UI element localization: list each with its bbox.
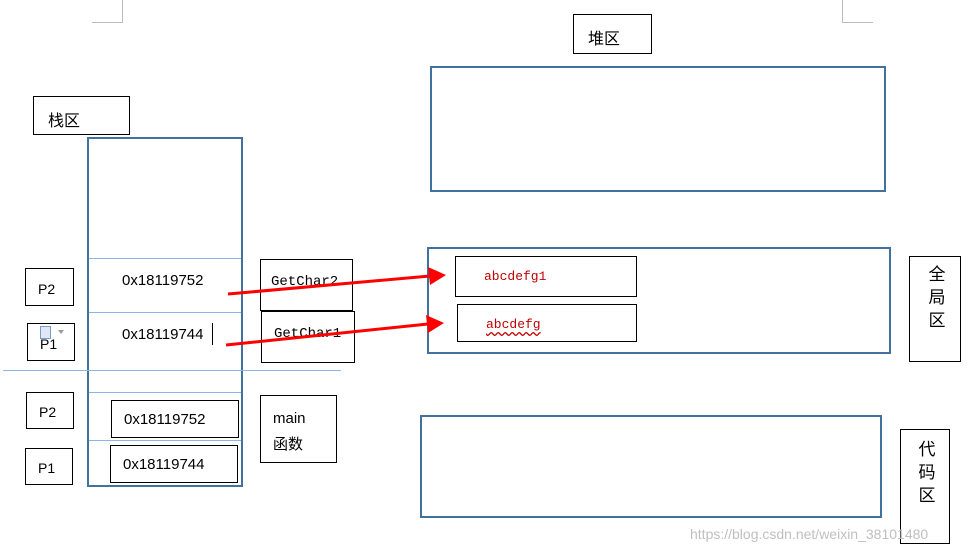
global-string: abcdefg1 <box>484 269 547 284</box>
code-label-text: 代码区 <box>915 440 935 509</box>
global-label: 全局区 <box>909 256 961 362</box>
global-string-box: abcdefg1 <box>455 256 637 297</box>
watermark: https://blog.csdn.net/weixin_38101480 <box>690 526 929 542</box>
page-corner-mark-left <box>122 0 123 22</box>
param-label: P2 <box>25 268 74 306</box>
main-frame-label: main 函数 <box>260 395 337 463</box>
param-label: P1 <box>27 323 75 361</box>
global-label-text: 全局区 <box>925 265 945 334</box>
stack-region <box>87 137 243 487</box>
code-label: 代码区 <box>900 429 950 544</box>
main-frame-label-line1: main <box>273 410 306 427</box>
main-frame-label-line2: 函数 <box>273 436 304 453</box>
stack-address: 0x18119752 <box>124 411 206 428</box>
param-label-text: P2 <box>39 404 57 420</box>
page-corner-mark-right-h <box>842 22 873 23</box>
heap-label-text: 堆区 <box>588 31 621 48</box>
heap-region <box>430 66 886 192</box>
page-corner-mark-left-h <box>92 22 123 23</box>
text-cursor <box>212 323 213 345</box>
stack-divider <box>89 312 241 313</box>
heap-label: 堆区 <box>573 14 652 54</box>
param-label: P2 <box>26 392 74 429</box>
stack-address: 0x18119744 <box>123 456 205 473</box>
stack-label-text: 栈区 <box>48 113 81 130</box>
stack-label: 栈区 <box>33 96 130 135</box>
page-corner-mark-right <box>842 0 843 22</box>
param-label: P1 <box>25 448 73 485</box>
stack-address: 0x18119744 <box>122 326 204 343</box>
param-label-text: P2 <box>38 281 56 297</box>
stack-divider <box>89 392 241 393</box>
global-region <box>427 247 891 354</box>
param-label-text: P1 <box>40 336 58 352</box>
pointer-arrow <box>225 322 429 347</box>
arrowhead <box>426 315 444 333</box>
stack-address: 0x18119752 <box>122 272 204 289</box>
chevron-down-icon <box>58 330 64 334</box>
stack-frame-boundary <box>3 370 341 371</box>
stack-address-box: 0x18119744 <box>110 445 238 483</box>
code-region <box>420 415 882 518</box>
arrowhead <box>428 267 446 285</box>
global-string: abcdefg <box>486 317 541 332</box>
stack-divider <box>89 258 241 259</box>
stack-address-box: 0x18119752 <box>111 400 239 438</box>
pointer-arrow <box>227 274 431 296</box>
document-icon <box>40 326 51 339</box>
param-label-text: P1 <box>38 460 56 476</box>
global-string-box: abcdefg <box>457 304 637 342</box>
stack-divider <box>89 440 241 441</box>
